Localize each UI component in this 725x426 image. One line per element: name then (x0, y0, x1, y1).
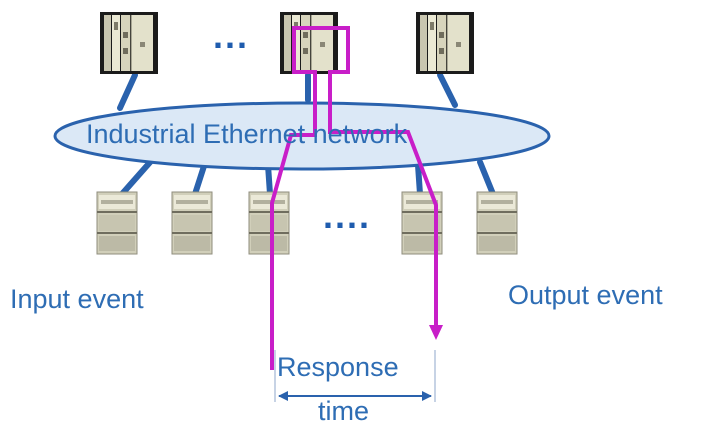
signal-arrowhead (429, 325, 443, 340)
io-module-icon (171, 191, 213, 255)
plc-rack-icon (279, 11, 339, 75)
io-module-icon (248, 191, 290, 255)
io-module-icon (476, 191, 518, 255)
input-event-label: Input event (10, 284, 144, 314)
signal-path (270, 26, 438, 370)
io-module-icon (96, 191, 138, 255)
controller-cables (117, 72, 458, 111)
output-event-label: Output event (508, 280, 663, 310)
network-label: Industrial Ethernet network (86, 119, 408, 149)
io-modules-ellipsis: .... (323, 195, 372, 236)
time-label: time (318, 396, 370, 426)
response-label: Response (277, 352, 399, 382)
plc-rack-icon (99, 11, 159, 75)
plc-rack-icon (415, 11, 475, 75)
controllers-ellipsis: ... (213, 15, 250, 56)
